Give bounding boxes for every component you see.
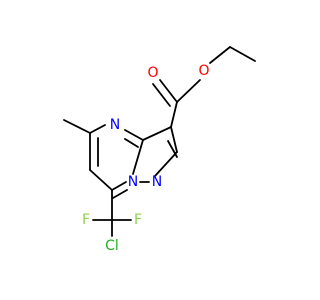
atom-label-carbonyl-oxygen: O	[147, 65, 158, 81]
atom-label-pyrazole-nitrogen: N	[152, 174, 162, 190]
bond-c7-n7a	[111, 181, 127, 191]
bond-c3a-n4	[124, 129, 144, 141]
bond-o-carbonyl	[176, 79, 201, 103]
atom-label-bridgehead-nitrogen: N	[128, 174, 138, 190]
molecule-drawing: O O N N N F F Cl	[63, 46, 256, 254]
bond-carbonyl-c3	[170, 101, 178, 128]
bond-c2-n1	[154, 151, 178, 177]
bond-c3-c2	[170, 126, 178, 153]
bond-c6-c7	[89, 169, 113, 191]
bond-ethyl-ch3	[229, 46, 256, 62]
atom-label-fluorine-right: F	[134, 212, 142, 228]
bonds	[63, 46, 256, 237]
bond-n4-c5	[89, 124, 106, 134]
bond-ethyl-ch2-o	[209, 46, 231, 64]
atom-label-ether-oxygen: O	[198, 63, 209, 79]
bond-carbonyl-double-b	[152, 83, 171, 107]
bond-carbonyl-double-a	[159, 79, 178, 103]
bond-c3-c3a	[142, 126, 172, 141]
atom-label-pyrimidine-nitrogen: N	[110, 117, 120, 133]
atom-label-fluorine-left: F	[82, 212, 90, 228]
bond-n7a-c3a	[132, 139, 144, 175]
structure-diagram: O O N N N F F Cl	[63, 46, 256, 254]
bond-c3a-n4-inner	[124, 138, 139, 148]
atom-label-chlorine: Cl	[105, 238, 119, 254]
bond-c7-n7a-inner	[112, 189, 128, 199]
atom-labels: O O N N N F F Cl	[82, 63, 210, 254]
bond-c5-methyl	[63, 119, 91, 134]
